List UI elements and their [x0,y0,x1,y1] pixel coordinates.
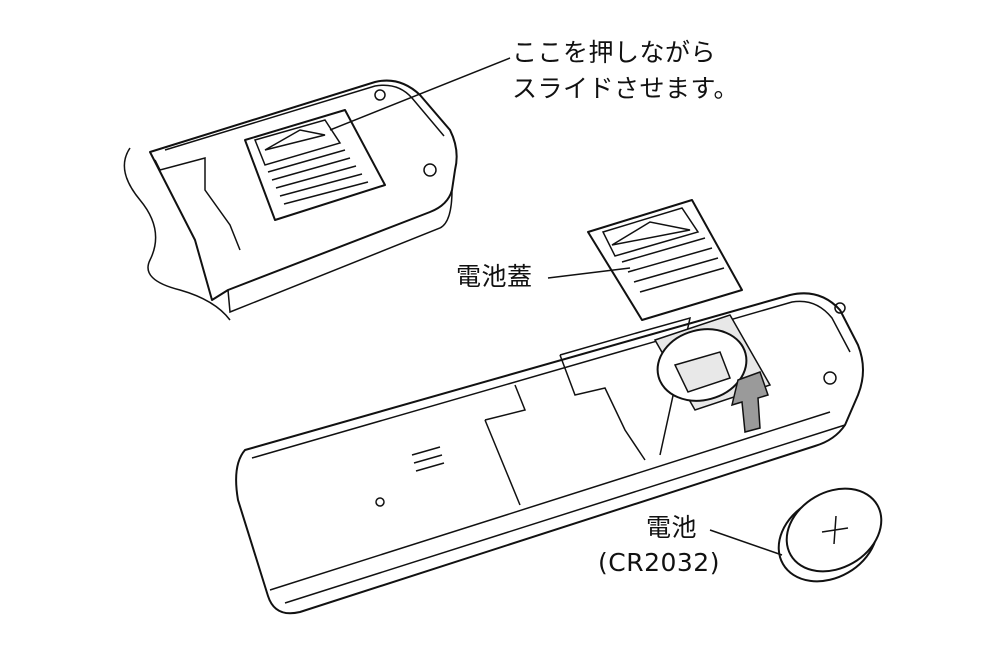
slide-instruction-line2: スライドさせます。 [512,74,740,103]
battery-cover-label: 電池蓋 [456,262,533,291]
remote-detail-view [123,79,458,321]
battery-model-label: (CR2032) [598,548,720,577]
insert-arrow [730,371,769,433]
battery-label: 電池 [646,513,698,542]
battery-cover-in-place [244,109,386,221]
plus-icon [821,515,849,545]
remote-main-body [235,292,864,615]
slide-leader-line [329,57,511,131]
speaker-grille [411,446,445,472]
battery-cover [587,199,743,321]
battery-leader-line [709,529,783,556]
coin-battery [777,487,883,583]
slide-instruction-line1: ここを押しながら [512,38,717,67]
cover-leader-line [547,267,631,279]
